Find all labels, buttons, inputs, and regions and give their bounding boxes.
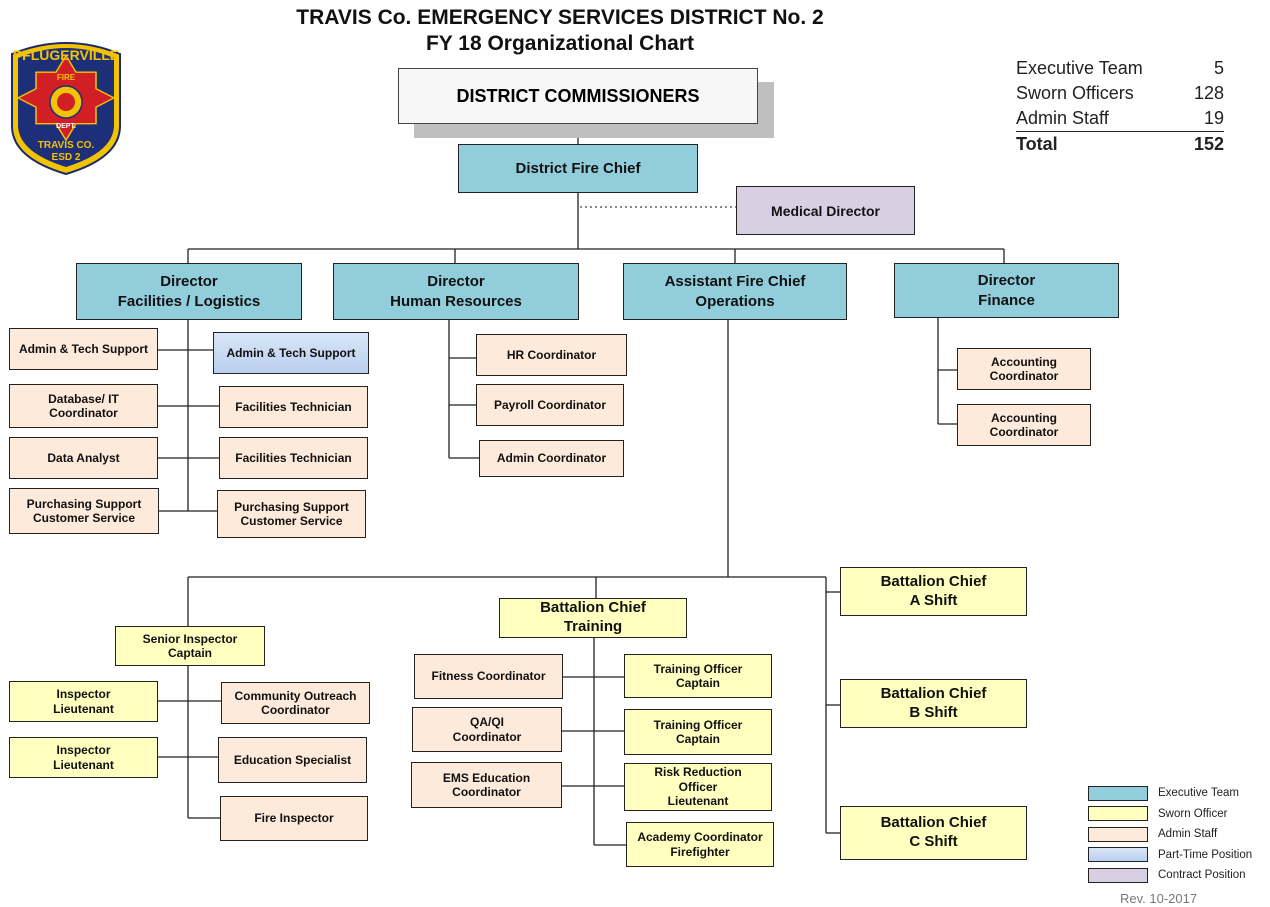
headcount-total-label: Total — [1016, 134, 1058, 154]
training-officer-captain-box: Training Officer Captain — [624, 709, 772, 755]
director-finance-box: Director Finance — [894, 263, 1119, 318]
facilities-technician-box: Facilities Technician — [219, 386, 368, 428]
ems-education-coordinator-box: EMS Education Coordinator — [411, 762, 562, 808]
battalion-chief-training-box: Battalion Chief Training — [499, 598, 687, 638]
logo-bottom-line2: ESD 2 — [52, 152, 81, 163]
battalion-chief-a-shift-box: Battalion Chief A Shift — [840, 567, 1027, 616]
legend-label: Sworn Officer — [1158, 807, 1228, 820]
assistant-fire-chief-box: Assistant Fire Chief Operations — [623, 263, 847, 320]
legend-label: Contract Position — [1158, 869, 1246, 881]
medical-director-box: Medical Director — [736, 186, 915, 235]
qa-qi-coordinator-box: QA/QI Coordinator — [412, 707, 562, 752]
fitness-coordinator-box: Fitness Coordinator — [414, 654, 563, 699]
logo-bottom-line1: TRAVIS CO. — [38, 140, 95, 151]
headcount-value: 128 — [1193, 83, 1224, 103]
training-officer-captain-box: Training Officer Captain — [624, 654, 772, 698]
senior-inspector-captain-box: Senior Inspector Captain — [115, 626, 265, 666]
education-specialist-box: Education Specialist — [218, 737, 367, 783]
headcount-total-row: Total 152 — [1016, 132, 1224, 157]
facilities-technician-box: Facilities Technician — [219, 437, 368, 479]
pflugerville-fire-logo: PFLUGERVILLE FIRE DEPT. TRAVIS CO. ESD 2 — [11, 42, 121, 176]
legend: Executive Team Sworn Officer Admin Staff… — [1088, 783, 1252, 886]
logo-top-text: PFLUGERVILLE — [13, 47, 119, 63]
accounting-coordinator-box: Accounting Coordinator — [957, 404, 1091, 446]
fire-inspector-box: Fire Inspector — [220, 796, 368, 841]
legend-swatch-executive — [1088, 785, 1148, 801]
logo-dept-text: DEPT. — [56, 123, 76, 130]
district-fire-chief-box: District Fire Chief — [458, 144, 698, 193]
legend-item: Contract Position — [1088, 865, 1252, 885]
legend-item: Sworn Officer — [1088, 804, 1252, 824]
accounting-coordinator-box: Accounting Coordinator — [957, 348, 1091, 390]
hr-coordinator-box: HR Coordinator — [476, 334, 627, 376]
purchasing-support-box: Purchasing Support Customer Service — [217, 490, 366, 538]
revision-label: Rev. 10-2017 — [1120, 891, 1198, 906]
district-commissioners-box: DISTRICT COMMISSIONERS — [398, 68, 758, 124]
headcount-label: Admin Staff — [1016, 108, 1109, 128]
purchasing-support-box: Purchasing Support Customer Service — [9, 488, 159, 534]
data-analyst-box: Data Analyst — [9, 437, 158, 479]
headcount-value: 19 — [1203, 108, 1224, 128]
legend-item: Executive Team — [1088, 783, 1252, 803]
admin-tech-support-box: Admin & Tech Support — [9, 328, 158, 370]
admin-coordinator-box: Admin Coordinator — [479, 440, 624, 477]
headcount-value: 5 — [1213, 58, 1224, 78]
inspector-lieutenant-box: Inspector Lieutenant — [9, 681, 158, 722]
battalion-chief-c-shift-box: Battalion Chief C Shift — [840, 806, 1027, 860]
legend-item: Part-Time Position — [1088, 845, 1252, 865]
legend-label: Part-Time Position — [1158, 848, 1253, 861]
legend-label: Admin Staff — [1158, 828, 1218, 840]
community-outreach-coordinator-box: Community Outreach Coordinator — [221, 682, 370, 724]
chart-title-line1: TRAVIS Co. EMERGENCY SERVICES DISTRICT N… — [296, 6, 824, 29]
legend-label: Executive Team — [1158, 787, 1239, 799]
headcount-total-value: 152 — [1193, 134, 1224, 154]
headcount-row: Admin Staff 19 — [1016, 106, 1224, 132]
risk-reduction-officer-box: Risk Reduction Officer Lieutenant — [624, 763, 772, 811]
headcount-label: Sworn Officers — [1016, 83, 1134, 103]
payroll-coordinator-box: Payroll Coordinator — [476, 384, 624, 426]
database-it-coordinator-box: Database/ IT Coordinator — [9, 384, 158, 428]
director-facilities-box: Director Facilities / Logistics — [76, 263, 302, 320]
headcount-row: Sworn Officers 128 — [1016, 81, 1224, 106]
director-hr-box: Director Human Resources — [333, 263, 579, 320]
admin-tech-support-parttime-box: Admin & Tech Support — [213, 332, 369, 374]
legend-swatch-parttime — [1088, 847, 1148, 862]
legend-swatch-sworn — [1088, 806, 1148, 821]
legend-item: Admin Staff — [1088, 824, 1252, 844]
logo-badge-text: FIRE — [57, 73, 76, 82]
legend-swatch-contract — [1088, 867, 1148, 883]
headcount-label: Executive Team — [1016, 58, 1143, 78]
chart-title-line2: FY 18 Organizational Chart — [425, 32, 694, 55]
inspector-lieutenant-box: Inspector Lieutenant — [9, 737, 158, 778]
legend-swatch-admin — [1088, 826, 1148, 842]
headcount-row: Executive Team 5 — [1016, 56, 1224, 81]
battalion-chief-b-shift-box: Battalion Chief B Shift — [840, 679, 1027, 728]
academy-coordinator-box: Academy Coordinator Firefighter — [626, 822, 774, 867]
headcount-table: Executive Team 5 Sworn Officers 128 Admi… — [1016, 56, 1224, 157]
